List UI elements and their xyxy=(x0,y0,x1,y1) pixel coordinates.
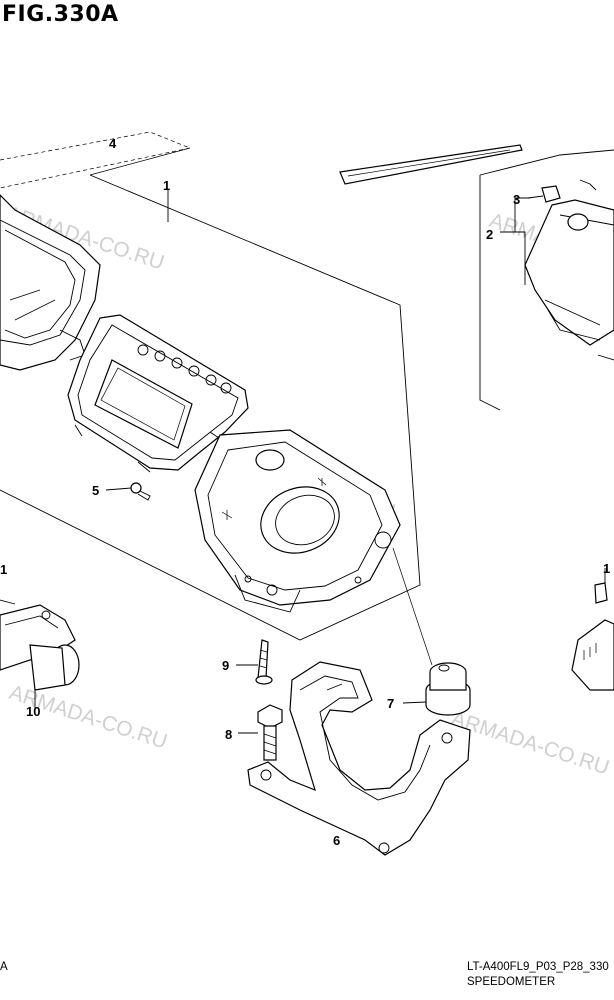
lcd-meter-unit xyxy=(67,314,249,473)
leader-line-7 xyxy=(392,547,433,666)
footer-model: LT-A400FL9_P03_P28_330 xyxy=(467,961,609,973)
callout-1: 1 xyxy=(163,178,170,193)
bracket-6 xyxy=(247,661,471,856)
right-connector xyxy=(571,568,614,691)
callout-2: 2 xyxy=(486,227,493,242)
item-4-boundary xyxy=(0,131,192,189)
footer-name: SPEEDOMETER xyxy=(467,976,556,988)
callout-8: 8 xyxy=(225,727,232,742)
right-meter-assembly xyxy=(479,149,614,411)
callout-1-right: 1 xyxy=(603,561,610,576)
callout-7: 7 xyxy=(387,696,394,711)
footer-left-label: A xyxy=(0,961,8,973)
bolt-8 xyxy=(238,704,283,761)
callout-3: 3 xyxy=(513,192,520,207)
watermark-5: ARMADA-CO.RU xyxy=(448,707,612,780)
screw-9 xyxy=(236,639,273,685)
grommet-7 xyxy=(402,662,471,716)
item-1-boundary xyxy=(0,174,421,641)
screw-5 xyxy=(105,482,151,501)
callout-5: 5 xyxy=(92,483,99,498)
callout-9: 9 xyxy=(222,658,229,673)
figure-title: FIG.330A xyxy=(2,2,119,27)
callout-4: 4 xyxy=(109,136,117,151)
meter-lower-case xyxy=(194,429,401,613)
meter-case-left xyxy=(0,194,101,371)
decal-strip xyxy=(339,144,523,185)
callout-1-left: 1 xyxy=(0,562,7,577)
speed-sensor-10 xyxy=(0,599,80,712)
callout-10: 10 xyxy=(26,704,40,719)
callout-6: 6 xyxy=(333,833,340,848)
footer-info: LT-A400FL9_P03_P28_330 SPEEDOMETER xyxy=(467,960,609,990)
